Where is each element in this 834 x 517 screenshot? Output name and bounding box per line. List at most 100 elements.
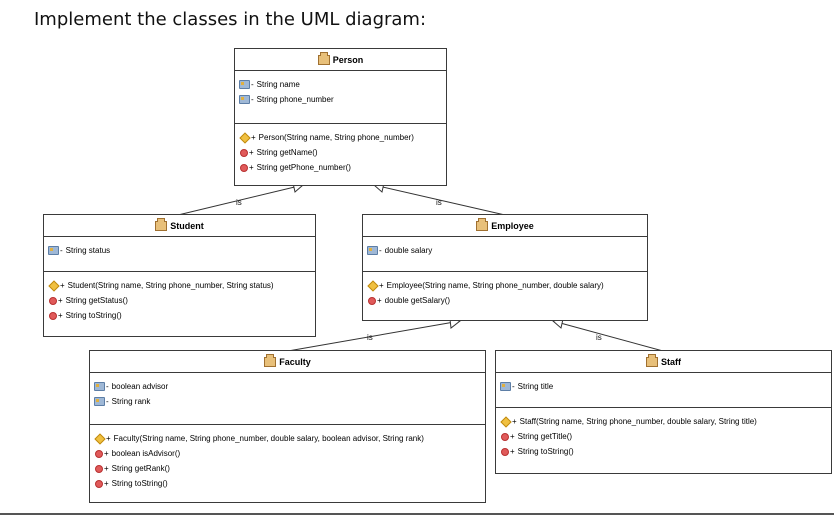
faculty-employee-label: is — [367, 333, 373, 342]
method-icon — [95, 449, 103, 458]
attribute-row: -String phone_number — [239, 92, 442, 107]
class-icon — [476, 217, 489, 231]
attribute-text: String title — [517, 382, 554, 391]
method-text: String getRank() — [111, 464, 170, 473]
class-employee-name: Employee — [491, 220, 534, 231]
class-student-attributes: -String status — [44, 237, 315, 272]
class-icon — [646, 353, 658, 367]
attribute-text: String phone_number — [256, 95, 334, 104]
private-marker: - — [251, 80, 254, 89]
method-row: +double getSalary() — [367, 293, 643, 308]
method-text: String getPhone_number() — [256, 163, 351, 172]
public-marker: + — [249, 163, 254, 172]
constructor-icon — [367, 279, 379, 292]
class-employee-operations: +Employee(String name, String phone_numb… — [363, 272, 647, 312]
method-icon — [368, 296, 376, 305]
method-row: +String toString() — [48, 308, 311, 323]
attribute-text: String status — [65, 246, 111, 255]
class-staff-name: Staff — [661, 356, 681, 367]
constructor-row: +Employee(String name, String phone_numb… — [367, 278, 643, 293]
method-text: double getSalary() — [384, 296, 451, 305]
private-marker: - — [512, 382, 515, 391]
attribute-text: boolean advisor — [111, 382, 169, 391]
method-icon — [240, 148, 248, 157]
page-heading: Implement the classes in the UML diagram… — [34, 9, 427, 30]
class-employee-attributes: -double salary — [363, 237, 647, 272]
field-icon — [94, 382, 105, 391]
public-marker: + — [104, 449, 109, 458]
method-row: +String getTitle() — [500, 429, 827, 444]
constructor-icon — [500, 415, 512, 428]
attribute-row: -String rank — [94, 394, 481, 409]
public-marker: + — [510, 447, 515, 456]
private-marker: - — [106, 382, 109, 391]
class-employee[interactable]: Employee -double salary +Employee(String… — [362, 214, 648, 321]
method-icon — [49, 311, 57, 320]
public-marker: + — [251, 133, 256, 142]
field-icon — [94, 397, 105, 406]
constructor-text: Student(String name, String phone_number… — [67, 281, 274, 290]
class-staff-operations: +Staff(String name, String phone_number,… — [496, 408, 831, 463]
field-icon — [500, 382, 511, 391]
method-icon — [501, 432, 509, 441]
class-faculty[interactable]: Faculty -boolean advisor -String rank +F… — [89, 350, 486, 503]
method-row: +String getPhone_number() — [239, 160, 442, 175]
class-staff-title: Staff — [496, 351, 831, 373]
constructor-row: +Staff(String name, String phone_number,… — [500, 414, 827, 429]
class-person-operations: +Person(String name, String phone_number… — [235, 124, 446, 179]
field-icon — [367, 246, 378, 255]
class-staff-attributes: -String title — [496, 373, 831, 408]
constructor-icon — [48, 279, 60, 292]
method-icon — [240, 163, 248, 172]
student-person-label: is — [236, 198, 242, 207]
student-person-link — [177, 184, 304, 216]
attribute-row: -double salary — [367, 243, 643, 258]
private-marker: - — [251, 95, 254, 104]
public-marker: + — [377, 296, 382, 305]
class-student[interactable]: Student -String status +Student(String n… — [43, 214, 316, 337]
constructor-row: +Student(String name, String phone_numbe… — [48, 278, 311, 293]
field-icon — [48, 246, 59, 255]
staff-employee-link — [552, 320, 664, 352]
class-person[interactable]: Person -String name -String phone_number… — [234, 48, 447, 186]
constructor-icon — [239, 131, 251, 144]
public-marker: + — [106, 434, 111, 443]
employee-person-link — [373, 184, 506, 216]
method-text: String toString() — [517, 447, 574, 456]
class-faculty-name: Faculty — [279, 356, 311, 367]
class-person-name: Person — [332, 54, 364, 65]
class-staff[interactable]: Staff -String title +Staff(String name, … — [495, 350, 832, 474]
class-icon — [155, 217, 168, 231]
method-text: boolean isAdvisor() — [111, 449, 181, 458]
attribute-text: String name — [256, 80, 300, 89]
attribute-row: -boolean advisor — [94, 379, 481, 394]
private-marker: - — [379, 246, 382, 255]
constructor-row: +Person(String name, String phone_number… — [239, 130, 442, 145]
attribute-row: -String name — [239, 77, 442, 92]
method-icon — [95, 464, 103, 473]
private-marker: - — [106, 397, 109, 406]
method-row: +String toString() — [94, 476, 481, 491]
attribute-text: String rank — [111, 397, 151, 406]
public-marker: + — [58, 311, 63, 320]
class-faculty-attributes: -boolean advisor -String rank — [90, 373, 485, 425]
method-text: String getStatus() — [65, 296, 128, 305]
private-marker: - — [60, 246, 63, 255]
class-faculty-title: Faculty — [90, 351, 485, 373]
public-marker: + — [104, 464, 109, 473]
field-icon — [239, 95, 250, 104]
employee-person-label: is — [436, 198, 442, 207]
public-marker: + — [58, 296, 63, 305]
method-row: +String getRank() — [94, 461, 481, 476]
class-student-name: Student — [170, 220, 204, 231]
constructor-text: Faculty(String name, String phone_number… — [113, 434, 424, 443]
field-icon — [239, 80, 250, 89]
attribute-row: -String status — [48, 243, 311, 258]
constructor-row: +Faculty(String name, String phone_numbe… — [94, 431, 481, 446]
method-icon — [49, 296, 57, 305]
public-marker: + — [510, 432, 515, 441]
method-text: String toString() — [65, 311, 122, 320]
staff-employee-label: is — [596, 333, 602, 342]
class-student-title: Student — [44, 215, 315, 237]
